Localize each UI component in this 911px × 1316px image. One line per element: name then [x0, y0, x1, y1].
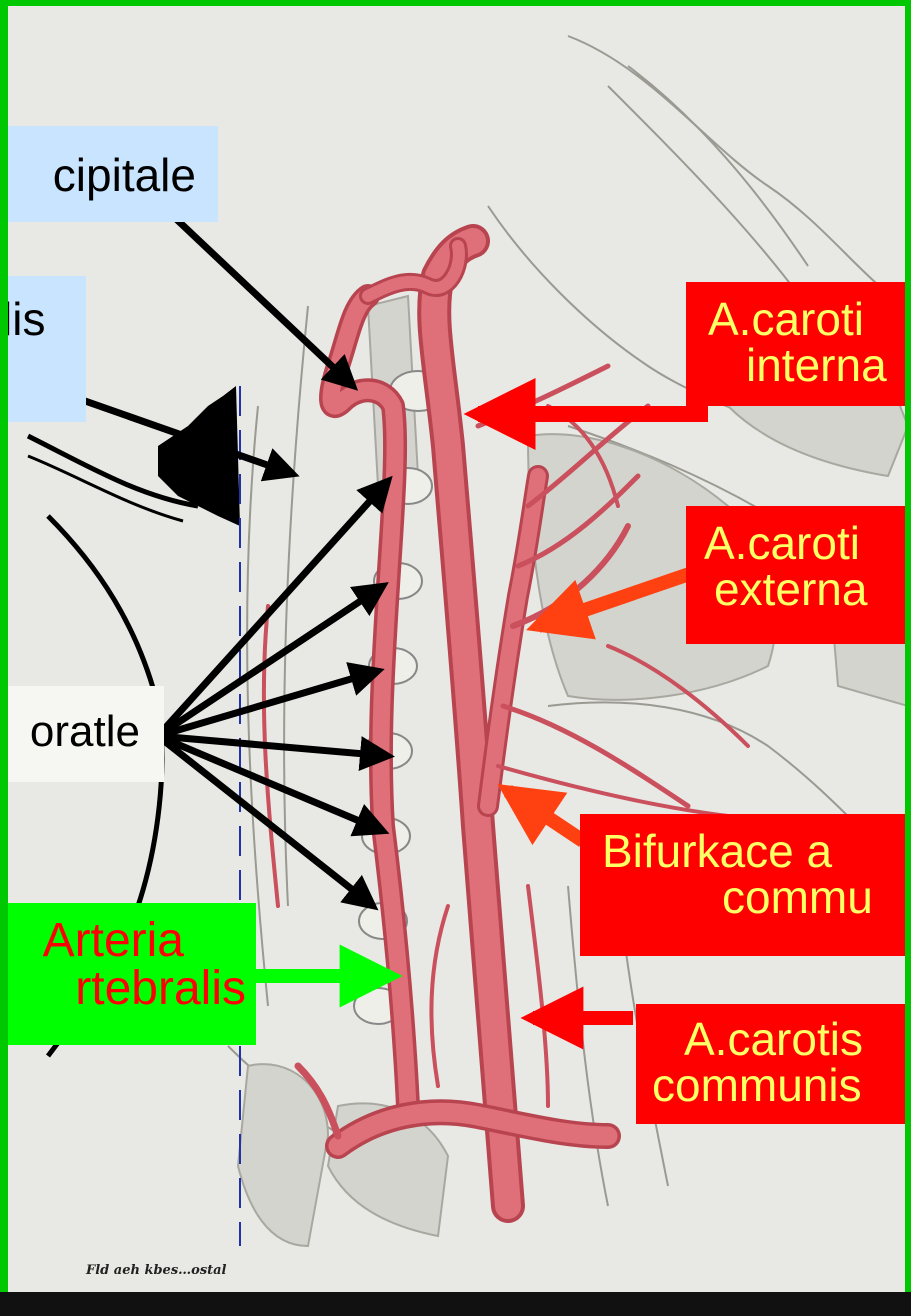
label-basilaris-text: lis: [2, 293, 45, 345]
label-carotis-externa-line2: externa: [704, 566, 911, 612]
arrow-bifurkace: [508, 791, 583, 841]
label-carotis-communis-line2: communis: [652, 1062, 911, 1108]
label-carotis-externa: A.caroti externa: [686, 506, 911, 644]
label-perforatle: oratle: [2, 686, 164, 782]
label-carotis-externa-line1: A.caroti: [704, 520, 911, 566]
label-carotis-interna-line1: A.caroti: [708, 296, 911, 342]
ear-silhouette: [28, 386, 240, 1246]
label-carotis-communis-line1: A.carotis: [652, 1016, 911, 1062]
label-arteria-vertebralis: Arteria rtebralis: [2, 903, 256, 1045]
arrow-occipitale: [173, 216, 353, 386]
label-carotis-communis: A.carotis communis: [636, 1004, 911, 1124]
label-bifurkace-line2: commu: [602, 874, 911, 920]
label-occipitale: cipitale: [2, 126, 218, 222]
bottom-dark-edge: [0, 1292, 911, 1316]
label-basilaris: lis: [2, 276, 86, 422]
label-bifurkace: Bifurkace a commu: [580, 814, 911, 956]
illustration-credit: Fld aeh kbes…ostal: [86, 1263, 227, 1278]
label-arteria-vertebralis-line2: rtebralis: [2, 965, 246, 1013]
label-carotis-interna: A.caroti interna: [686, 282, 911, 406]
label-occipitale-text: cipitale: [53, 149, 196, 201]
label-arteria-vertebralis-line1: Arteria: [2, 917, 246, 965]
label-carotis-interna-line2: interna: [708, 342, 911, 388]
label-perforatle-text: oratle: [30, 707, 140, 756]
label-bifurkace-line1: Bifurkace a: [602, 828, 911, 874]
